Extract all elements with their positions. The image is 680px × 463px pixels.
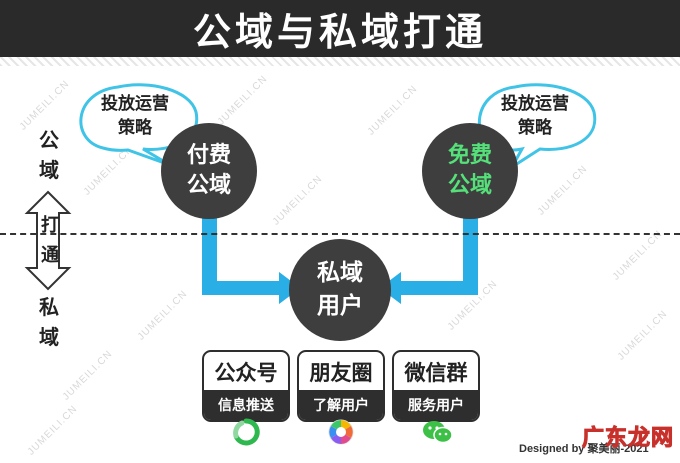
designer-credit: Designed by 聚美丽-2021: [519, 443, 649, 455]
divider-line: [0, 233, 680, 235]
card-title: 朋友圈: [309, 361, 373, 385]
private-user-node: 私域 用户: [289, 239, 391, 341]
decorative-stripe: [0, 57, 680, 66]
page-title: 公域与私域打通: [192, 10, 487, 54]
private-domain-label: 私域: [35, 292, 63, 352]
card-title: 微信群: [404, 361, 468, 385]
card-subtitle: 了解用户: [299, 390, 383, 420]
left-bubble-line2: 策略: [118, 118, 152, 138]
private-node-line1: 私域: [317, 260, 363, 286]
connect-label: 打通: [36, 211, 64, 271]
left-bubble-text: 投放运营 策略: [65, 92, 205, 140]
free-node-line1: 免费: [447, 143, 492, 168]
free-node-line2: 公域: [447, 173, 492, 198]
public-domain-text: 公域: [39, 128, 59, 182]
paid-node-line2: 公域: [186, 173, 231, 198]
left-bubble-line1: 投放运营: [101, 94, 169, 114]
page-title-bar: 公域与私域打通: [0, 0, 680, 57]
paid-node-line1: 付费: [186, 143, 231, 168]
card-title: 公众号: [214, 361, 278, 385]
card-subtitle: 服务用户: [394, 390, 478, 420]
moments-icon: [328, 419, 354, 445]
public-domain-label: 公域: [35, 125, 63, 185]
free-public-node: 免费 公域: [422, 123, 518, 219]
right-bubble-line1: 投放运营: [501, 94, 569, 114]
wechat-icon: [423, 421, 453, 444]
card-subtitle: 信息推送: [204, 390, 288, 420]
private-domain-text: 私域: [39, 295, 59, 349]
double-arrow: [24, 190, 72, 291]
right-bubble-line2: 策略: [518, 118, 552, 138]
private-node-line2: 用户: [317, 293, 363, 319]
paid-public-node: 付费 公域: [161, 123, 257, 219]
card-moments: 朋友圈 了解用户: [297, 350, 385, 422]
brand-watermark: 广东龙网: [581, 426, 675, 452]
official-account-icon: [233, 418, 260, 446]
card-official-account: 公众号 信息推送: [202, 350, 290, 422]
connect-text: 打通: [41, 215, 59, 266]
card-wechat-group: 微信群 服务用户: [392, 350, 480, 422]
right-bubble-text: 投放运营 策略: [465, 92, 605, 140]
